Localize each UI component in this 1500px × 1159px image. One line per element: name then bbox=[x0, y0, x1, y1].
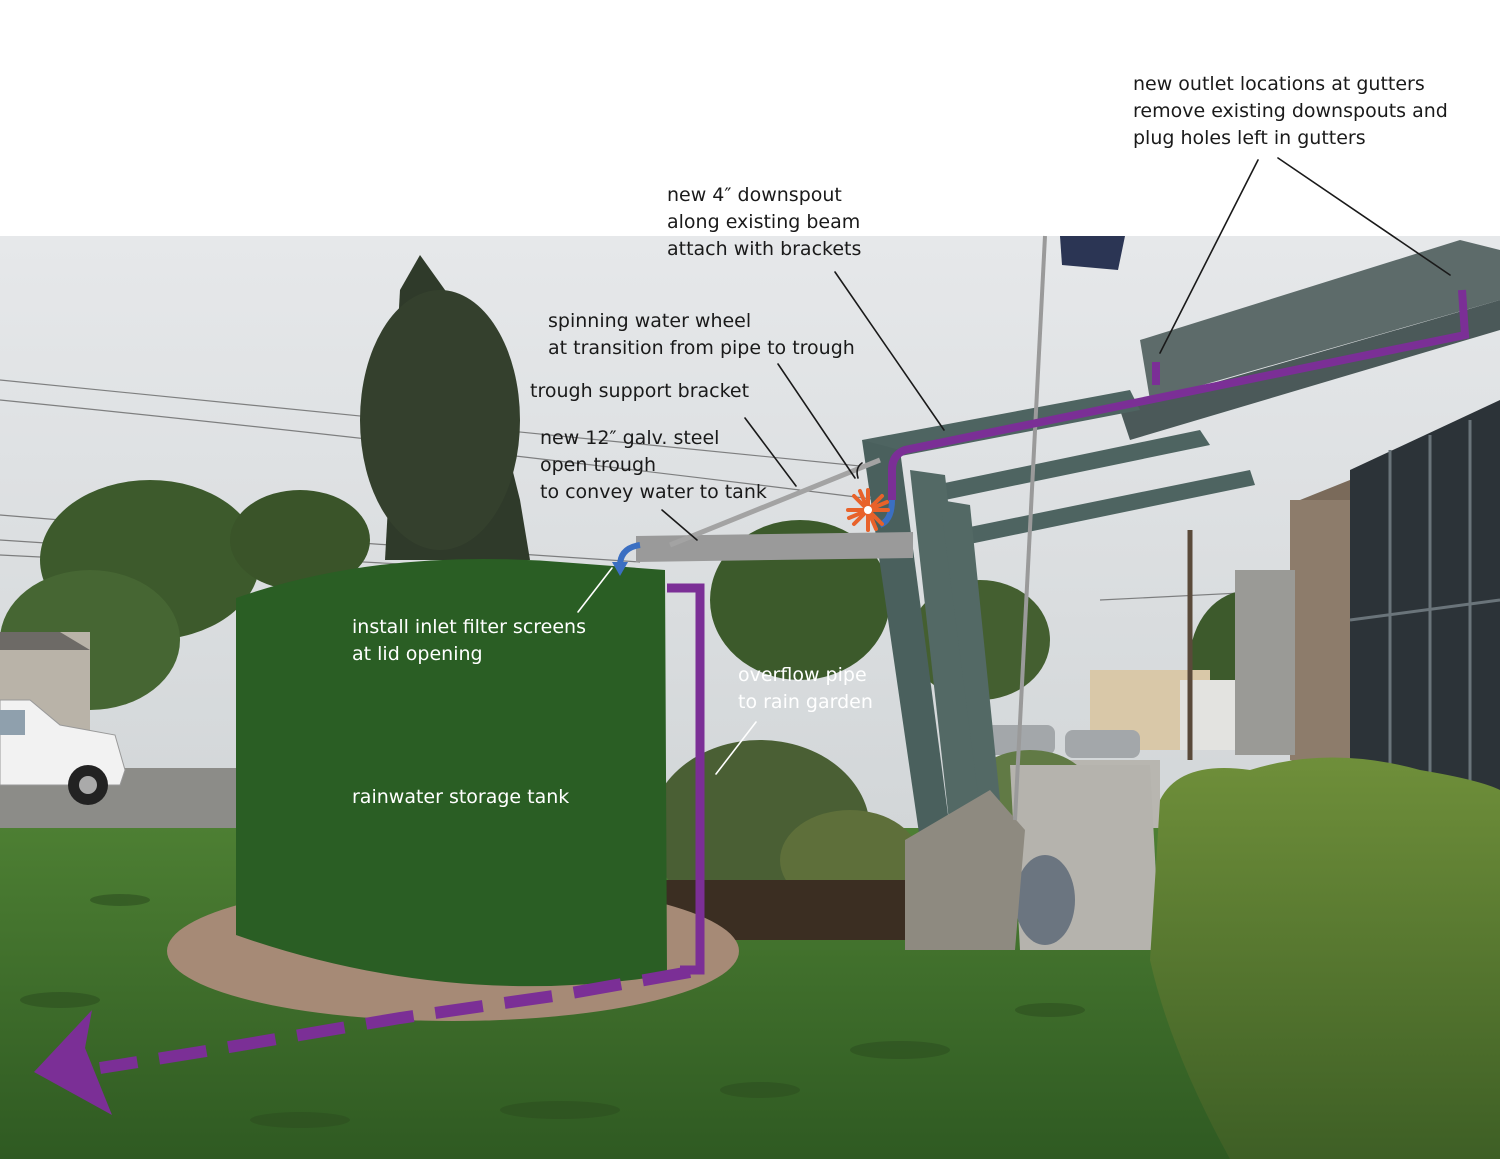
trough-annotation: new 12″ galv. steel open trough to conve… bbox=[540, 425, 767, 506]
water-wheel-line-2: at transition from pipe to trough bbox=[548, 337, 855, 359]
flag bbox=[1060, 236, 1125, 270]
water-wheel-icon bbox=[846, 488, 890, 532]
pickup-truck bbox=[0, 699, 126, 805]
tank-annotation: rainwater storage tank bbox=[352, 784, 569, 811]
trough bbox=[636, 532, 913, 562]
downspout-line-1: new 4″ downspout bbox=[667, 184, 842, 206]
downspout-line-3: attach with brackets bbox=[667, 238, 862, 260]
stone-wall bbox=[905, 790, 1025, 950]
overflow-pipe bbox=[667, 583, 705, 945]
gutters-line-1: new outlet locations at gutters bbox=[1133, 73, 1425, 95]
downspout-annotation: new 4″ downspout along existing beam att… bbox=[667, 182, 861, 263]
water-wheel-line-1: spinning water wheel bbox=[548, 310, 752, 332]
overflow-annotation: overflow pipe to rain garden bbox=[738, 662, 873, 716]
downspout-line-2: along existing beam bbox=[667, 211, 861, 233]
water-wheel-annotation: spinning water wheel at transition from … bbox=[548, 308, 855, 362]
inlet-line-1: install inlet filter screens bbox=[352, 616, 586, 638]
bracket-line-1: trough support bracket bbox=[530, 380, 750, 402]
inlet-line-2: at lid opening bbox=[352, 643, 483, 665]
puddle bbox=[1015, 855, 1075, 945]
overflow-line-1: overflow pipe bbox=[738, 664, 867, 686]
building bbox=[1235, 400, 1500, 800]
overflow-route bbox=[99, 966, 692, 1074]
tank-line-1: rainwater storage tank bbox=[352, 786, 570, 808]
downspout bbox=[888, 289, 1470, 500]
gutters-annotation: new outlet locations at gutters remove e… bbox=[1133, 71, 1448, 152]
leader-lines bbox=[577, 157, 1451, 775]
grass-texture bbox=[20, 894, 1085, 1128]
flagpole bbox=[1013, 235, 1047, 821]
gutters-line-2: remove existing downspouts and bbox=[1133, 100, 1448, 122]
overflow-line-2: to rain garden bbox=[738, 691, 873, 713]
storage-tank bbox=[236, 558, 667, 987]
trough-line-1: new 12″ galv. steel bbox=[540, 427, 720, 449]
inlet-annotation: install inlet filter screens at lid open… bbox=[352, 614, 586, 668]
bracket-annotation: trough support bracket bbox=[530, 378, 749, 405]
flow-arrow-icon bbox=[34, 1010, 112, 1115]
trough-line-2: open trough bbox=[540, 454, 657, 476]
canopy bbox=[862, 240, 1500, 840]
trough-line-3: to convey water to tank bbox=[540, 481, 767, 503]
hedge bbox=[1150, 757, 1500, 1159]
trough-support-bracket bbox=[669, 457, 881, 548]
gutters-line-3: plug holes left in gutters bbox=[1133, 127, 1366, 149]
